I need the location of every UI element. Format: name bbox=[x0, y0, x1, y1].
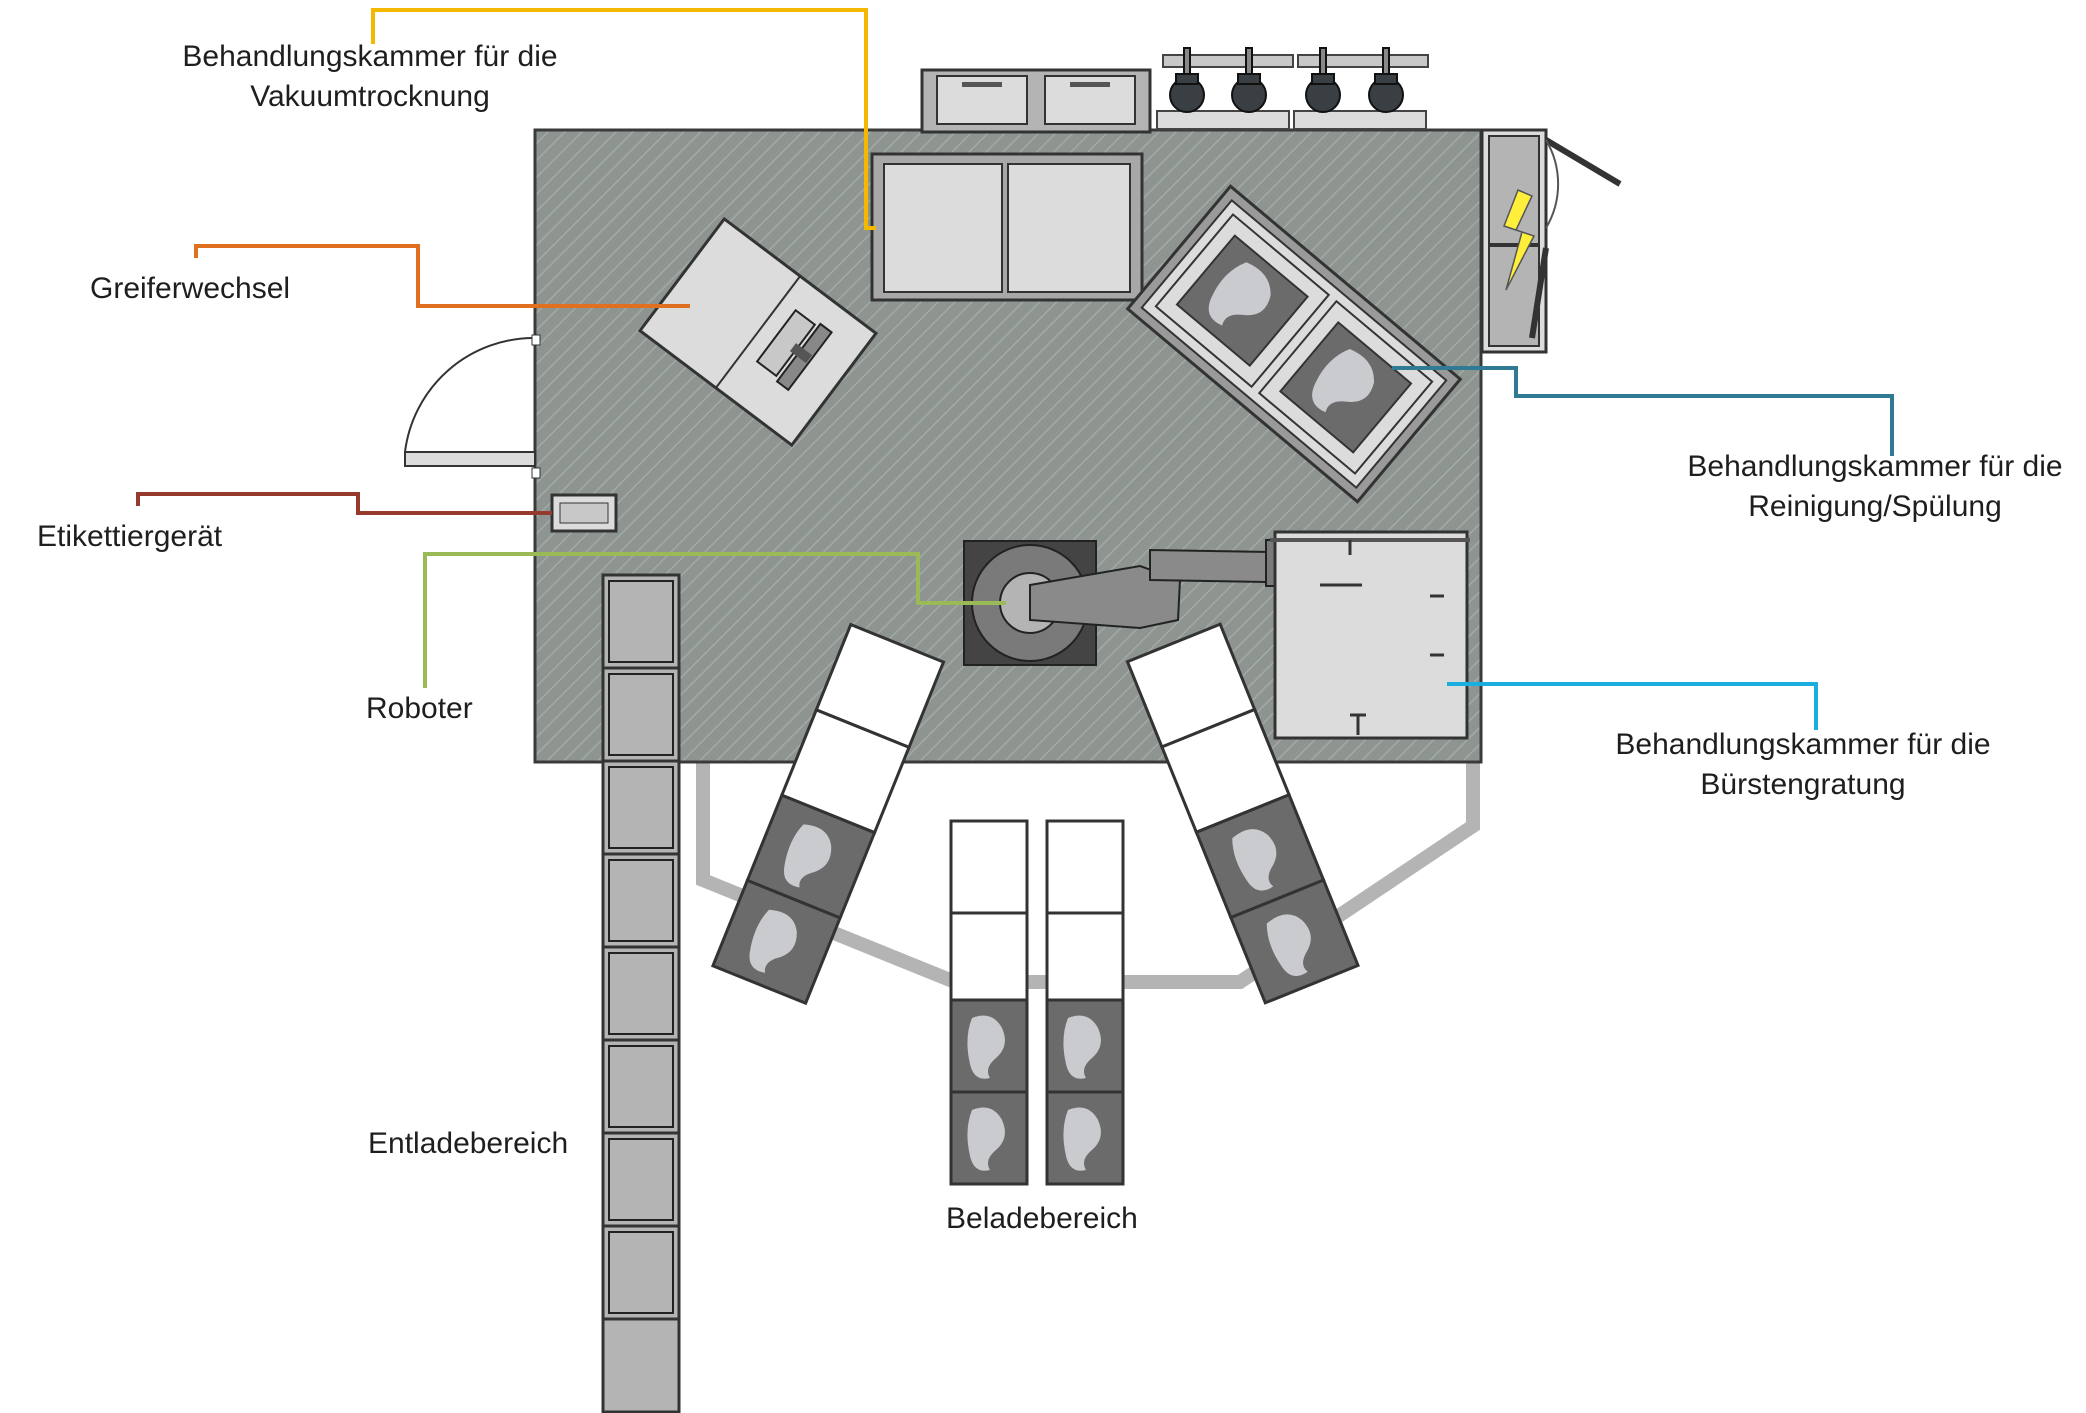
loading-rack-middle-2 bbox=[1045, 819, 1125, 1186]
vacuum-drying-label-line1: Behandlungskammer für die bbox=[182, 40, 558, 73]
unloading-area-label: Entladebereich bbox=[368, 1127, 569, 1160]
gripper-change-station bbox=[637, 216, 879, 448]
gripper-change-label: Greiferwechsel bbox=[90, 272, 291, 305]
loading-rack-left bbox=[710, 622, 946, 1006]
unloading-conveyor bbox=[601, 573, 681, 1413]
pump-icon bbox=[1156, 47, 1429, 130]
loading-area-label: Beladebereich bbox=[946, 1202, 1138, 1235]
labeler-label: Etikettiergerät bbox=[37, 520, 223, 553]
labeler-leader bbox=[136, 492, 552, 515]
vacuum-drying-label: Behandlungskammer für die Vakuumtrocknun… bbox=[160, 37, 580, 117]
electrical-cabinet bbox=[1480, 128, 1622, 354]
left-door bbox=[404, 334, 541, 479]
loading-rack-right bbox=[1125, 622, 1360, 1005]
robot-leader bbox=[423, 552, 1006, 688]
robot-label: Roboter bbox=[366, 692, 473, 725]
cleaning-rinsing-label-line2: Reinigung/Spülung bbox=[1748, 490, 2002, 523]
drawer-cabinet bbox=[920, 68, 1152, 134]
labeler-device bbox=[550, 493, 618, 533]
cleaning-rinsing-label-line1: Behandlungskammer für die bbox=[1687, 450, 2063, 483]
brush-deburring-label: Behandlungskammer für die Bürstengratung bbox=[1598, 725, 2008, 805]
loading-rack-middle-1 bbox=[949, 819, 1029, 1186]
cleaning-rinsing-label: Behandlungskammer für die Reinigung/Spül… bbox=[1670, 447, 2080, 527]
brush-deburring-leader bbox=[1447, 682, 1818, 730]
vacuum-drying-chamber bbox=[870, 152, 1144, 302]
brush-deburring-label-line2: Bürstengratung bbox=[1700, 768, 1906, 801]
brush-deburring-label-line1: Behandlungskammer für die bbox=[1615, 728, 1991, 761]
cleaning-rinsing-chamber bbox=[1125, 184, 1463, 504]
vacuum-drying-leader bbox=[371, 8, 876, 230]
vacuum-drying-label-line2: Vakuumtrocknung bbox=[250, 80, 490, 113]
lightning-bolt-icon bbox=[1503, 189, 1536, 291]
brush-deburring-chamber bbox=[1270, 530, 1470, 740]
gripper-change-leader bbox=[194, 244, 690, 308]
cleaning-leader bbox=[1392, 366, 1894, 456]
